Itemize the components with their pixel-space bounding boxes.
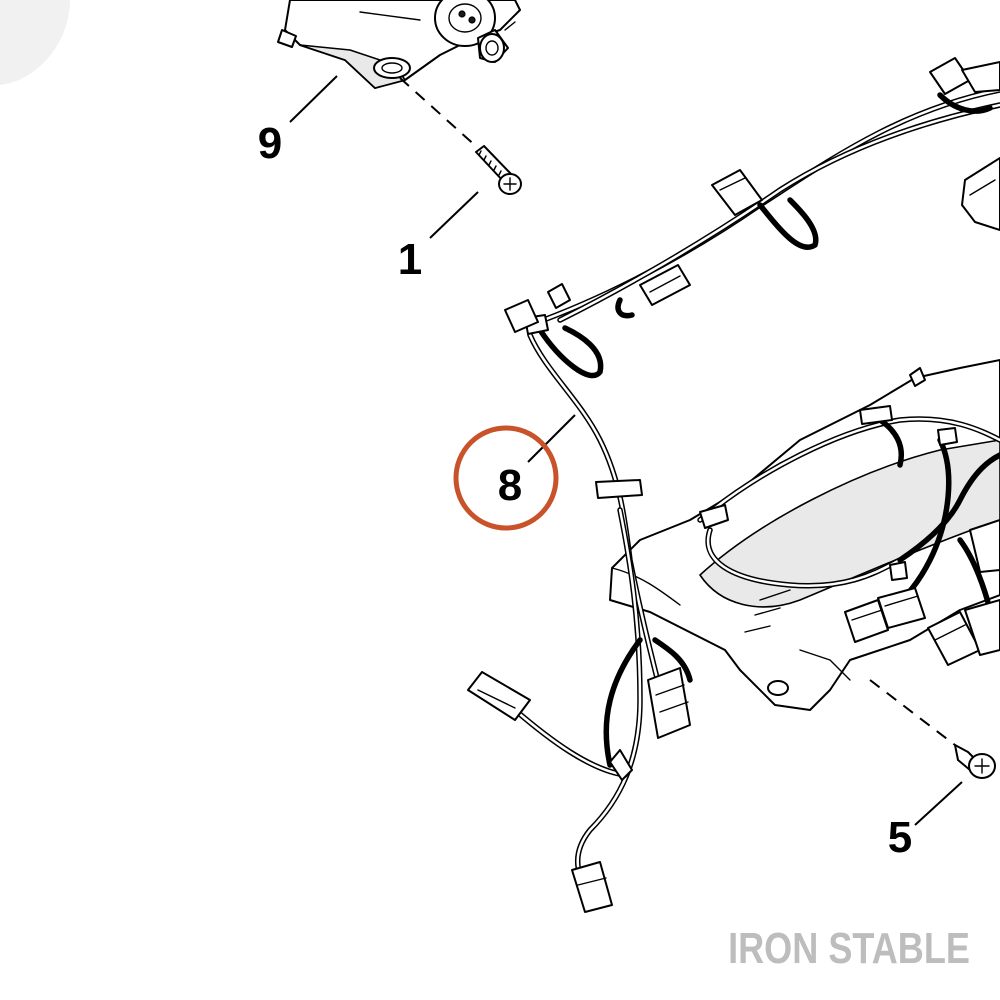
motor-assembly — [277, 0, 521, 89]
leader-line-1 — [429, 191, 479, 239]
leader-line-9 — [289, 75, 338, 123]
callout-8: 8 — [498, 461, 522, 510]
assembly-axis-9-1 — [399, 77, 479, 149]
callout-1: 1 — [398, 235, 422, 284]
connector-icon — [467, 57, 1000, 913]
leader-line-5 — [914, 781, 963, 826]
highlight-circle-8 — [453, 425, 559, 531]
wiring-harness — [512, 87, 1000, 878]
background-shape — [0, 0, 70, 85]
watermark-text: IRON STABLE — [728, 924, 970, 973]
leader-line-8 — [527, 414, 576, 463]
assembly-axis-5 — [869, 679, 956, 746]
callout-5: 5 — [888, 813, 912, 862]
screw-icon — [954, 744, 996, 779]
callout-9: 9 — [258, 119, 282, 168]
screw-icon — [475, 145, 522, 195]
